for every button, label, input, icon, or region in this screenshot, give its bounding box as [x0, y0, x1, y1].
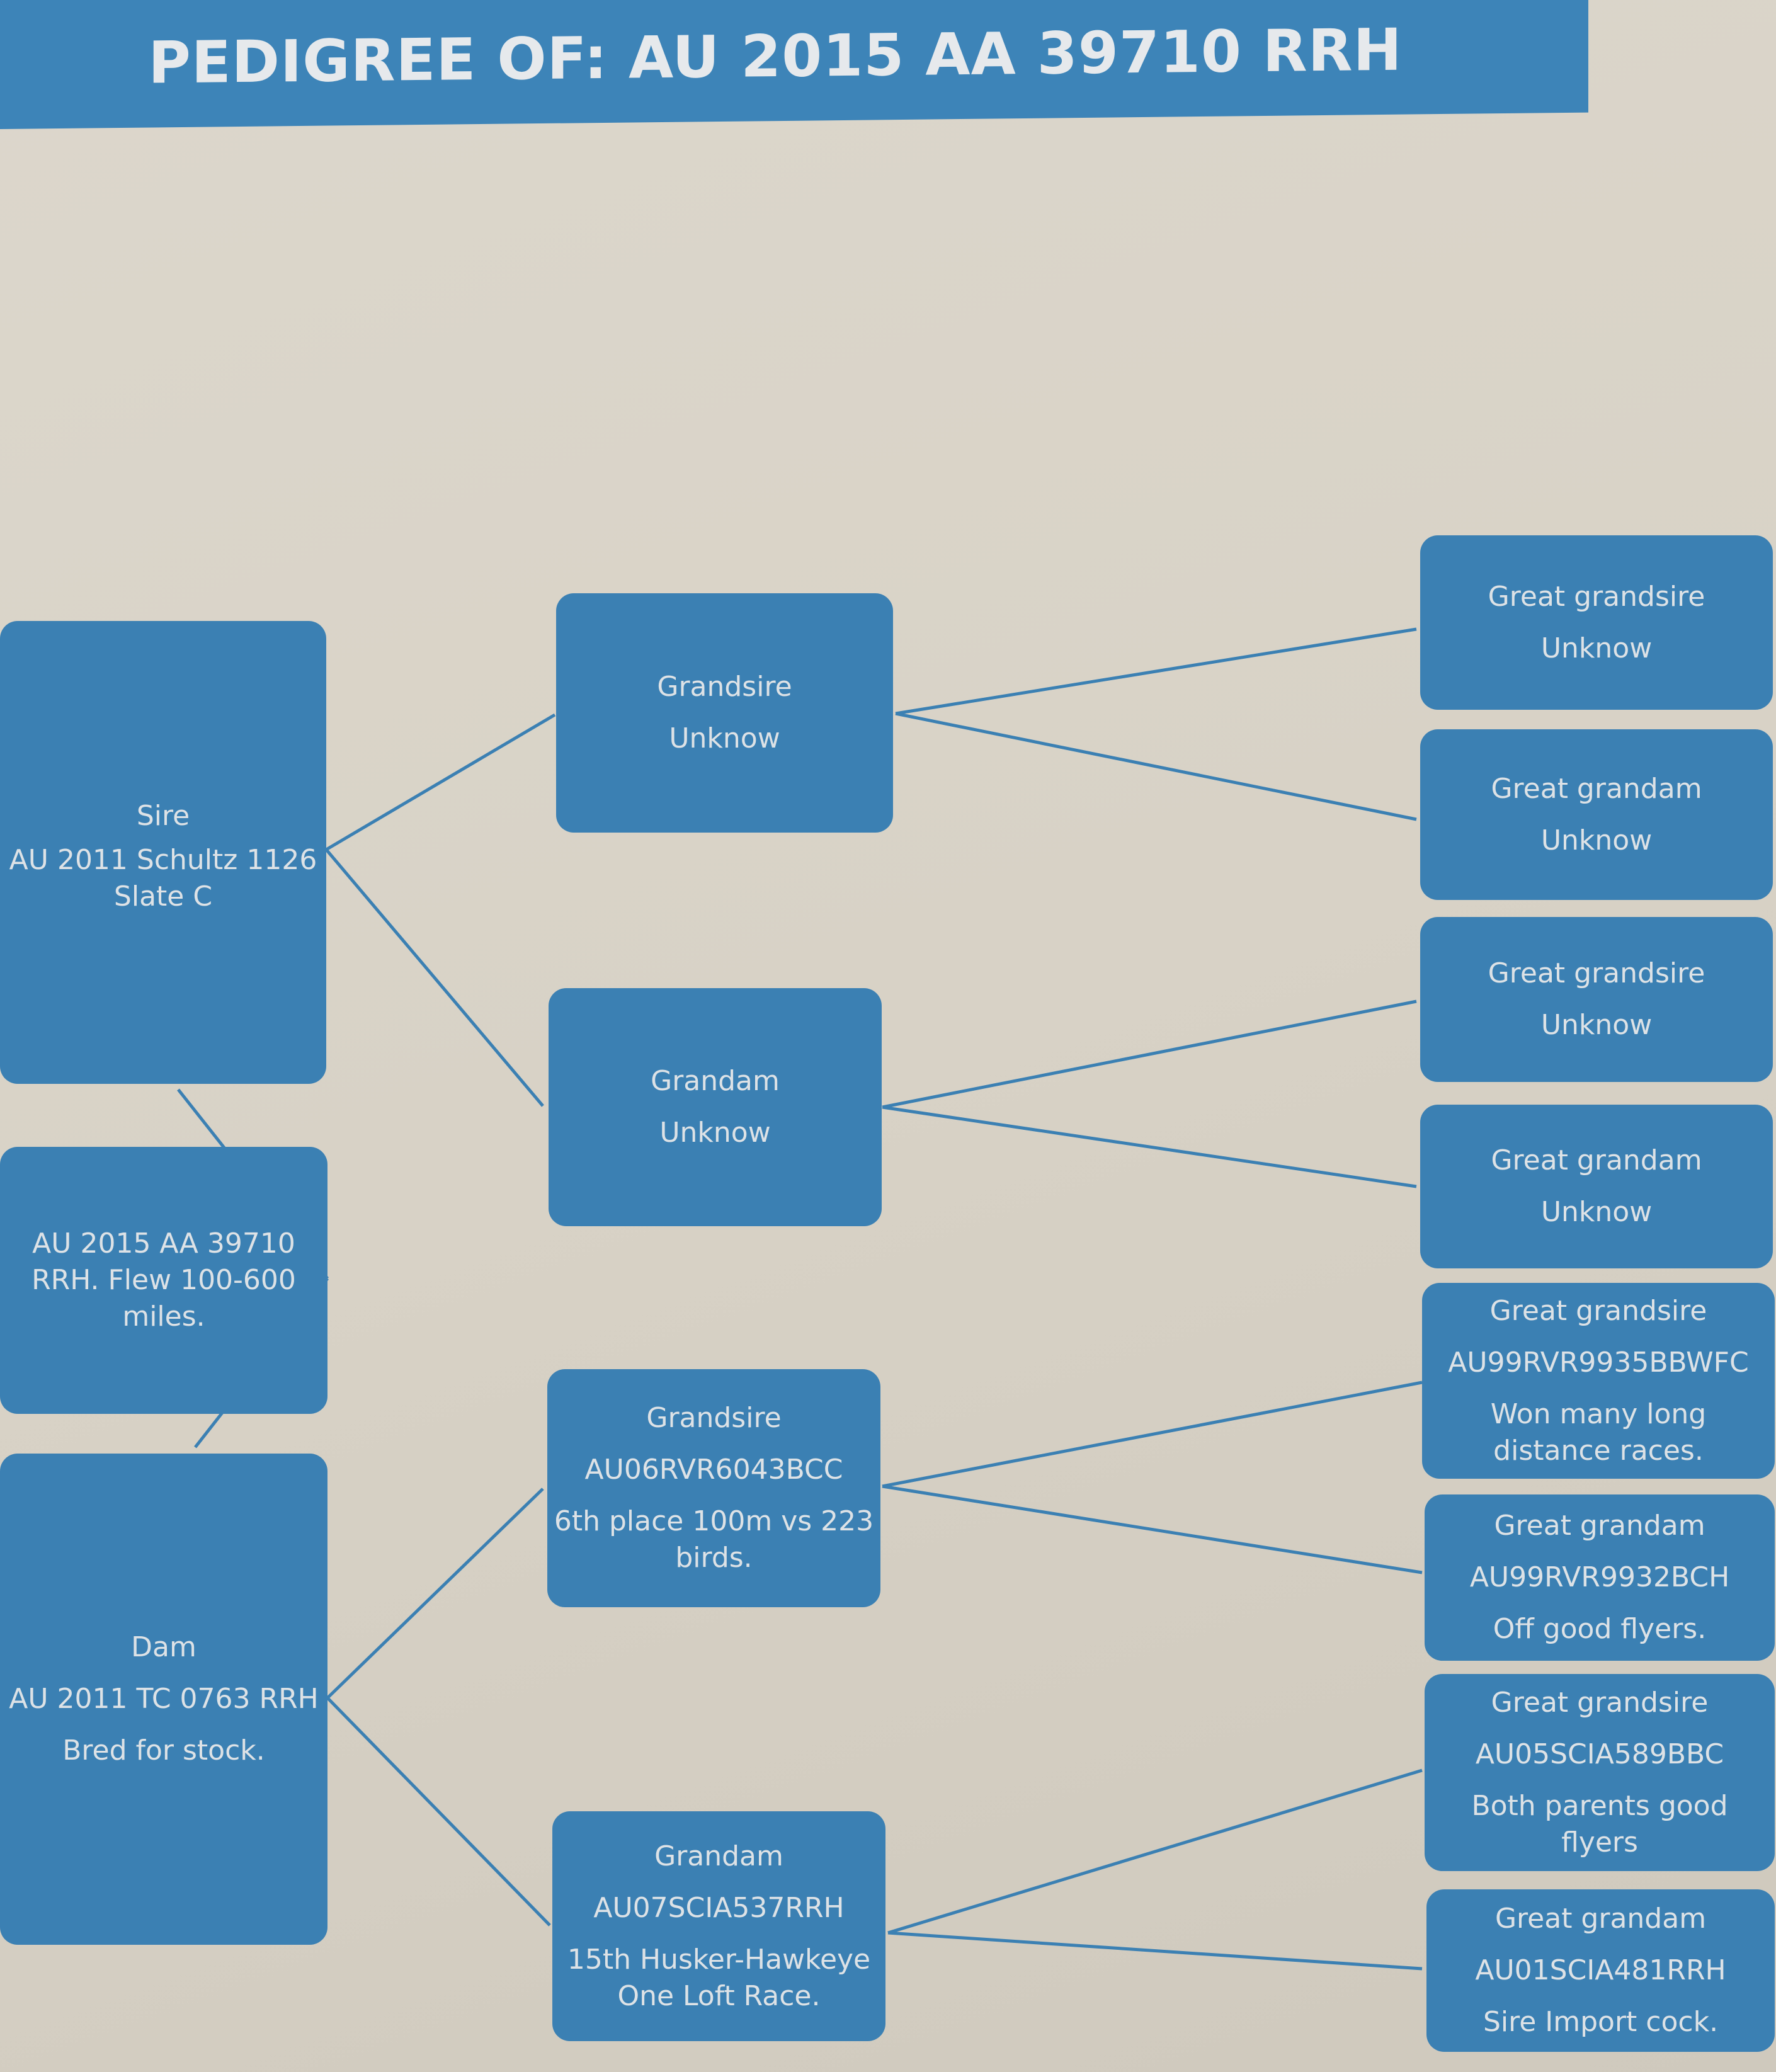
box-detail: Bred for stock. — [62, 1734, 265, 1767]
subject-box: AU 2015 AA 39710 RRH. Flew 100-600 miles… — [0, 1147, 327, 1414]
connector-gd1-ggs2 — [882, 999, 1417, 1109]
box-label: Grandsire — [657, 671, 792, 703]
box-detail: 15th Husker-Hawkeye One Loft Race. — [567, 1943, 871, 2012]
connector-gs2-ggs3 — [882, 1380, 1423, 1488]
box-detail: Unknow — [659, 1117, 771, 1149]
box-detail: AU05SCIA589BBC — [1475, 1738, 1724, 1770]
box-detail: AU99RVR9932BCH — [1469, 1561, 1730, 1593]
box-label: Great grandam — [1494, 1510, 1705, 1542]
box-detail: Unknow — [1540, 632, 1653, 664]
box-detail: AU 2011 TC 0763 RRH — [9, 1683, 319, 1715]
box-label: Sire — [136, 799, 190, 832]
dam-box: Dam AU 2011 TC 0763 RRH Bred for stock. — [0, 1454, 327, 1945]
connector-gd2-ggs4 — [887, 1768, 1423, 1935]
box-detail: Won many long distance races. — [1490, 1397, 1707, 1467]
box-label: Grandam — [654, 1840, 783, 1872]
box-detail: AU06RVR6043BCC — [584, 1454, 843, 1486]
box-label: Great grandam — [1491, 1144, 1702, 1176]
box-label: Great grandsire — [1491, 1686, 1709, 1719]
connector-gs1-ggd1 — [895, 712, 1417, 821]
box-label: Great grandsire — [1489, 1294, 1707, 1327]
box-label: Grandsire — [646, 1402, 782, 1434]
connector-gs1-ggs1 — [895, 627, 1417, 715]
connector-gs2-ggd3 — [882, 1484, 1423, 1574]
box-detail: Unknow — [1540, 824, 1653, 857]
box-label: Great grandam — [1494, 1903, 1707, 1935]
box-detail: Off good flyers. — [1493, 1613, 1707, 1645]
connector-gd1-ggd2 — [882, 1105, 1417, 1188]
box-label: Dam — [131, 1631, 196, 1663]
box-detail: Unknow — [669, 722, 780, 754]
box-detail: Unknow — [1540, 1009, 1653, 1041]
box-label: Great grandsire — [1488, 580, 1705, 613]
box-detail: AU01SCIA481RRH — [1475, 1954, 1726, 1986]
box-label: AU 2015 AA 39710 RRH. Flew 100-600 miles… — [31, 1227, 296, 1333]
box-label: Grandam — [651, 1065, 780, 1097]
box-detail: AU 2011 Schultz 1126 Slate C — [9, 843, 317, 913]
box-label: Great grandsire — [1488, 957, 1705, 989]
box-detail: 6th place 100m vs 223 birds. — [554, 1505, 874, 1574]
box-detail: Unknow — [1540, 1196, 1653, 1228]
connector-dam-grandam — [326, 1697, 551, 1927]
sire-box: Sire AU 2011 Schultz 1126 Slate C — [0, 621, 326, 1084]
box-detail: AU99RVR9935BBWFC — [1448, 1346, 1749, 1379]
connector-sire-grandsire — [325, 713, 556, 851]
connector-dam-grandsire — [326, 1488, 544, 1699]
box-detail: AU07SCIA537RRH — [593, 1891, 845, 1924]
box-label: Great grandam — [1491, 772, 1702, 805]
connector-sire-grandam — [325, 848, 544, 1107]
box-detail: Both parents good flyers — [1471, 1789, 1728, 1859]
box-detail: Sire Import cock. — [1483, 2006, 1719, 2038]
connector-gd2-ggd4 — [887, 1931, 1423, 1971]
